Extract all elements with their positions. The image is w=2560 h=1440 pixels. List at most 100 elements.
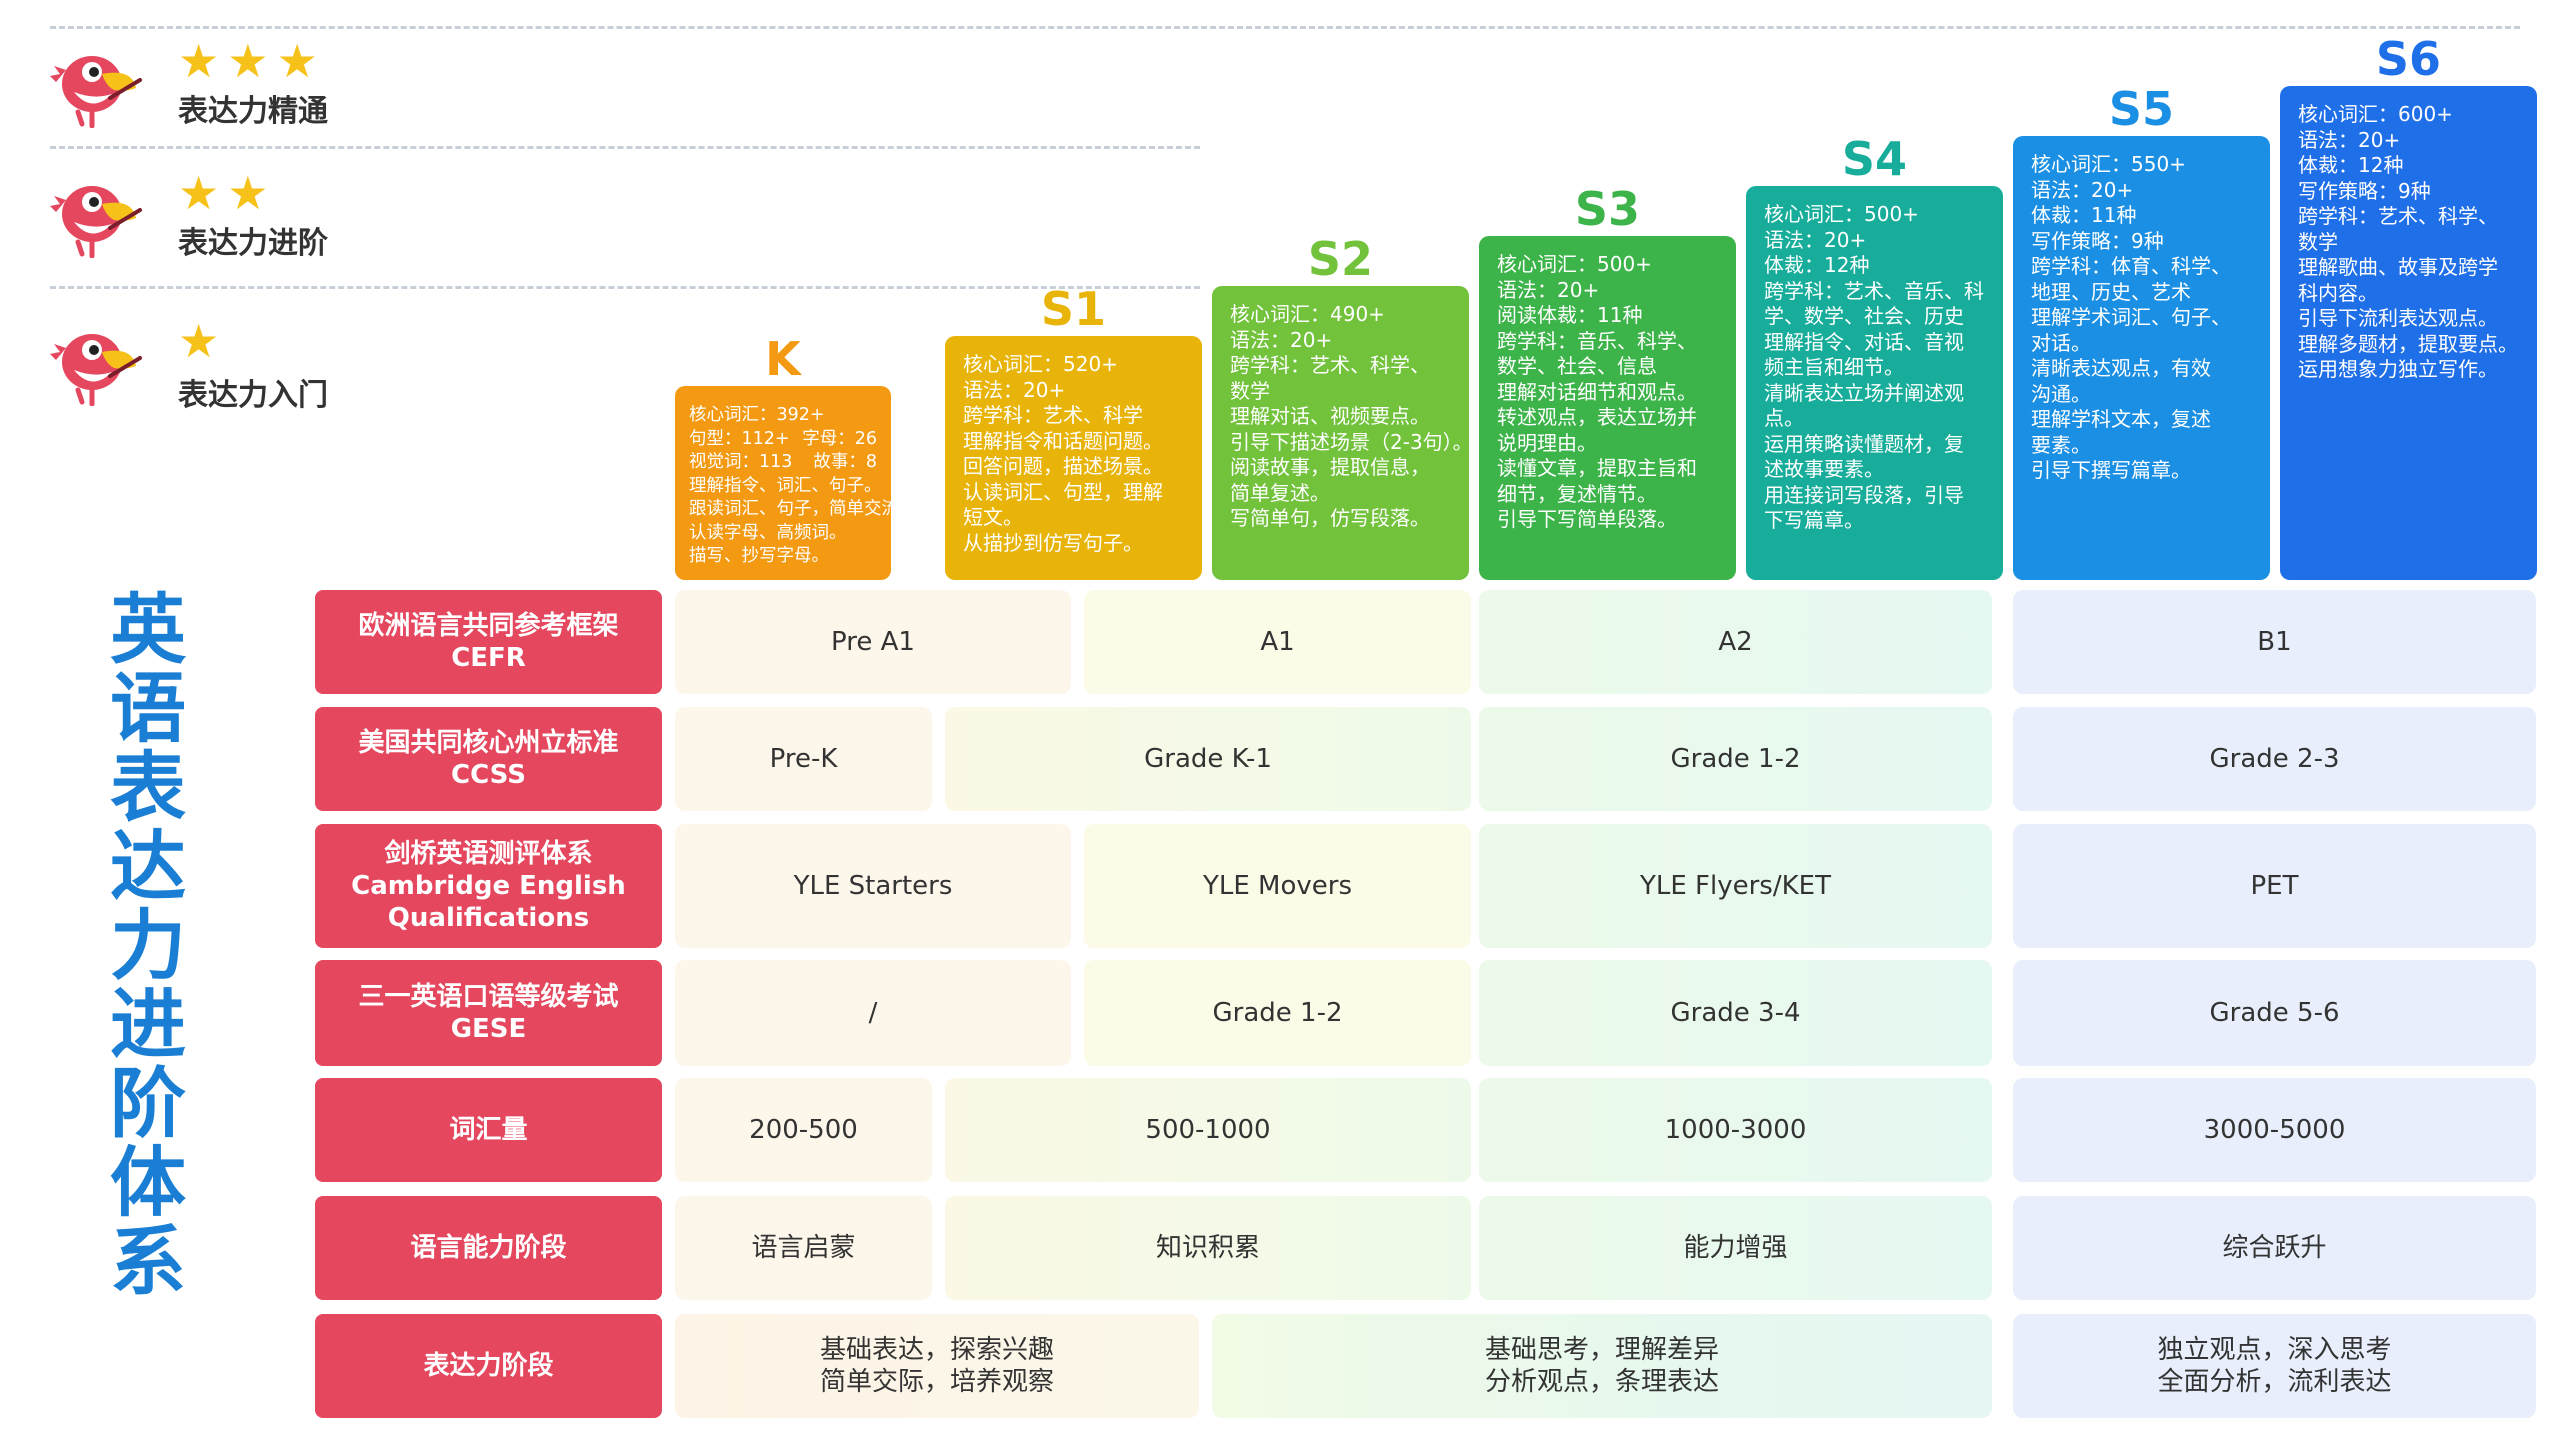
card-text-line: 语法：20+ [1230,327,1333,352]
card-text-line: 核心词汇：500+ [1497,252,1652,276]
card-text-line: 核心词汇：392+ [689,405,825,425]
card-text-segment: 字母：26 [802,428,877,449]
cell-text: 简单交际，培养观察 [819,1367,1054,1397]
table-cell: B1 [2013,590,2536,694]
card-text-line: 回答问题，描述场景。 [963,454,1163,478]
row-label-line: 剑桥英语测评体系 [384,839,593,869]
card-text-line: 读懂文章，提取主旨和 [1497,456,1697,480]
row-label-line: 美国共同核心州立标准 [358,728,619,758]
cell-text: YLE Flyers/KET [1640,871,1831,901]
level-card: 核心词汇：550+语法：20+体裁：11种写作策略：9种跨学科：体育、科学、地理… [2013,136,2270,580]
row-label-line: 词汇量 [449,1115,528,1145]
card-text-line: 理解指令、词汇、句子。 [689,475,882,496]
level-card: 核心词汇：500+语法：20+体裁：12种跨学科：艺术、音乐、科学、数学、社会、… [1746,186,2003,580]
card-text-line: 句型：112+字母：26 [689,428,877,452]
table-cell: Pre A1 [675,590,1071,694]
row-label-line: CEFR [451,643,526,673]
card-text-line: 点。 [1764,406,1804,430]
card-text-line: 跨学科：艺术、音乐、科 [1764,278,1984,303]
star-rating-icon: ★★ [178,166,277,220]
card-text-line: 理解指令和话题问题。 [963,428,1163,453]
card-text-line: 下写篇章。 [1764,508,1864,532]
card-text-line: 地理、历史、艺术 [2031,279,2191,304]
card-text-line: 清晰表达观点，有效 [2031,356,2211,380]
table-cell: / [675,960,1071,1066]
cell-text: YLE Movers [1202,871,1353,901]
level-card: 核心词汇：520+语法：20+跨学科：艺术、科学理解指令和话题问题。回答问题，描… [945,336,1202,580]
card-text-line: 核心词汇：490+ [1230,302,1385,326]
card-text-line: 科内容。 [2298,280,2378,305]
card-text-line: 从描抄到仿写句子。 [963,530,1143,555]
cell-text: Pre A1 [831,627,915,657]
divider [50,286,1200,289]
row-label-line: CCSS [451,760,526,790]
table-cell: 基础表达，探索兴趣简单交际，培养观察 [675,1314,1199,1418]
table-cell: Grade K-1 [945,707,1471,811]
card-text-line: 转述观点，表达立场并 [1497,405,1697,429]
card-text-segment: 视觉词：113 [689,452,793,472]
card-text-line: 频主旨和细节。 [1764,355,1904,379]
table-cell: Grade 5-6 [2013,960,2536,1066]
cell-text: 独立观点，深入思考 [2157,1335,2392,1365]
card-text-line: 数学、社会、信息 [1497,354,1657,378]
cell-text: 3000-5000 [2203,1115,2346,1145]
level-card: 核心词汇：600+语法：20+体裁：12种写作策略：9种跨学科：艺术、科学、数学… [2280,86,2537,580]
card-text-line: 说明理由。 [1497,430,1597,455]
card-text-line: 学、数学、社会、历史 [1764,304,1964,328]
level-title: S2 [1307,232,1374,286]
card-text-line: 述故事要素。 [1764,457,1884,481]
card-text-line: 跨学科：艺术、科学、 [1230,353,1430,377]
table-cell: YLE Flyers/KET [1479,824,1992,948]
card-text-line: 核心词汇：520+ [963,352,1118,376]
card-text-line: 运用想象力独立写作。 [2298,357,2498,381]
row-label-line: 欧洲语言共同参考框架 [358,611,619,641]
row-label-line: Cambridge English [351,871,626,901]
card-text-line: 认读字母、高频词。 [689,522,847,543]
cell-text: 全面分析，流利表达 [2157,1367,2392,1397]
table-cell: 1000-3000 [1479,1078,1992,1182]
card-text-line: 理解多题材，提取要点。 [2298,331,2518,356]
card-text-line: 体裁：11种 [2031,203,2137,227]
level-title: K [765,332,801,386]
table-cell: 独立观点，深入思考全面分析，流利表达 [2013,1314,2536,1418]
table-cell: Grade 2-3 [2013,707,2536,811]
table-cell: A2 [1479,590,1992,694]
divider [50,26,2520,29]
cell-text: Grade 5-6 [2209,998,2340,1028]
cell-text: YLE Starters [793,871,953,901]
level-title: S1 [1040,282,1107,336]
cell-text: / [868,998,878,1028]
card-text-line: 理解对话、视频要点。 [1230,404,1430,428]
row-label-line: GESE [450,1014,527,1044]
table-cell: PET [2013,824,2536,948]
divider [50,146,1200,149]
cell-text: A1 [1260,627,1295,657]
card-text-line: 用连接词写段落，引导 [1764,482,1964,507]
cell-text: 综合跃升 [2222,1233,2327,1263]
mascot-bird-icon [48,38,144,129]
card-text-line: 数学 [2298,229,2338,254]
cell-text: 基础思考，理解差异 [1484,1335,1719,1365]
cell-text: Grade 1-2 [1670,744,1801,774]
card-text-line: 语法：20+ [2298,127,2401,152]
card-text-line: 理解歌曲、故事及跨学 [2298,255,2498,279]
card-text-line: 要素。 [2031,432,2091,457]
card-text-line: 跟读词汇、句子，简单交流。 [689,499,891,519]
table-cell: A1 [1084,590,1471,694]
card-text-line: 认读词汇、句型，理解 [963,479,1163,504]
card-text-line: 引导下撰写篇章。 [2031,458,2191,482]
card-text-line: 细节，复述情节。 [1497,481,1657,506]
mascot-bird-icon [48,168,144,259]
card-text-line: 理解对话细节和观点。 [1497,379,1697,404]
card-text-line: 写简单句，仿写段落。 [1230,506,1430,530]
table-cell: 基础思考，理解差异分析观点，条理表达 [1212,1314,1992,1418]
cell-text: 200-500 [749,1115,858,1145]
cell-text: 基础表达，探索兴趣 [819,1335,1054,1365]
table-cell: Grade 1-2 [1479,707,1992,811]
card-text-line: 引导下写简单段落。 [1497,507,1677,531]
card-text-line: 阅读故事，提取信息， [1230,455,1430,479]
